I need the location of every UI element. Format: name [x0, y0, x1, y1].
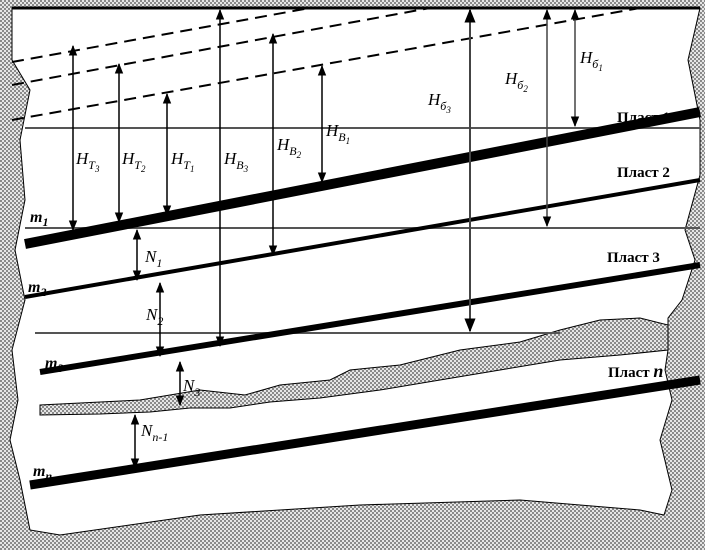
depth-label-hb1: HВ1	[325, 121, 350, 146]
projection-line-1	[11, 7, 311, 63]
thickness-label-m3: m3	[45, 355, 63, 375]
thickness-label-m1: m1	[30, 209, 48, 229]
depth-label-hbb3: Hб3	[427, 90, 451, 115]
seam-n-line	[29, 375, 701, 490]
seam-n-label: Пласт n	[608, 361, 663, 381]
interval-label-n1: N1	[144, 247, 162, 270]
thickness-label-mn: mn	[33, 463, 52, 483]
seam-1-line	[24, 107, 701, 249]
depth-label-hb2: HВ2	[276, 135, 302, 160]
depth-label-hbb1: Hб1	[579, 48, 603, 73]
depth-label-hbb2: Hб2	[504, 69, 528, 94]
thickness-label-m2: m2	[28, 279, 46, 299]
seam-3-line	[39, 262, 701, 375]
seam-2-label: Пласт 2	[617, 165, 670, 181]
depth-label-ht3: HT3	[75, 149, 100, 174]
depth-label-ht2: HT2	[121, 149, 146, 174]
depth-label-hb3: HВ3	[223, 149, 249, 174]
seam-1-label: Пласт 1	[617, 110, 670, 126]
seam-3-label: Пласт 3	[607, 250, 660, 266]
interval-label-n2: N2	[145, 305, 163, 328]
rock-intrusion	[39, 317, 669, 416]
interval-label-nn-1: Nn-1	[140, 421, 168, 444]
interval-label-n3: N3	[182, 376, 200, 399]
open-space	[9, 7, 701, 536]
depth-label-ht1: HT1	[170, 149, 194, 174]
